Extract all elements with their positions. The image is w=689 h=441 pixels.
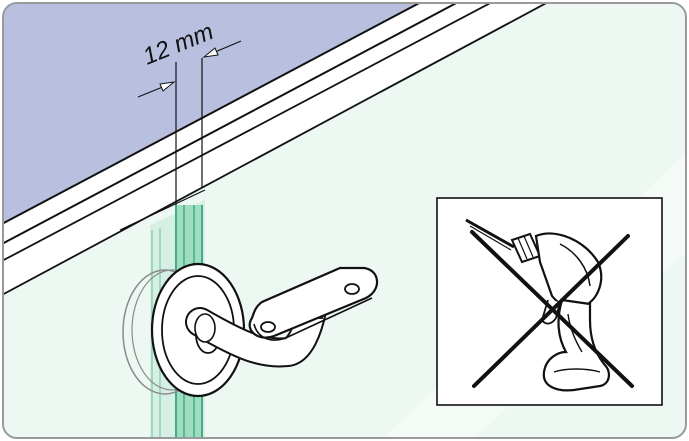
screw-hole-left [260,321,276,333]
drill-crossed-out-icon [465,218,634,392]
top-rail [0,0,548,295]
no-drilling-sign [436,197,663,406]
screw-hole-right [344,283,360,295]
dimension-arrow-left [137,81,176,98]
cross-line-2 [472,234,630,388]
dimension-arrow-right [202,40,242,58]
handrail-bracket [150,262,379,398]
saddle-plate [248,266,379,341]
